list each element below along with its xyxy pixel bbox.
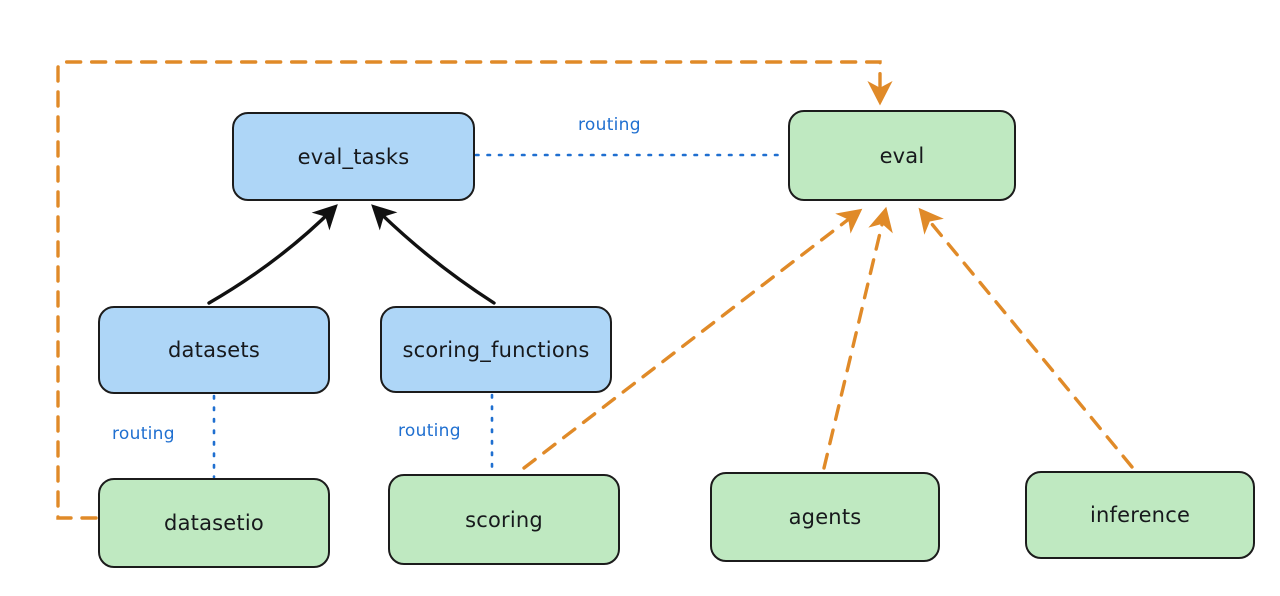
node-datasets-label: datasets: [168, 338, 260, 362]
node-scoring-functions[interactable]: scoring_functions: [380, 306, 612, 393]
edge-label-routing-eval: routing: [578, 115, 641, 135]
node-eval-tasks-label: eval_tasks: [297, 144, 410, 169]
edge-label-routing-scoring-functions: routing: [398, 421, 461, 441]
node-agents-label: agents: [788, 505, 862, 529]
node-eval[interactable]: eval: [788, 110, 1016, 201]
node-datasetio-label: datasetio: [164, 511, 264, 535]
node-datasetio[interactable]: datasetio: [98, 478, 330, 568]
node-scoring-label: scoring: [465, 507, 543, 532]
node-scoring-functions-label: scoring_functions: [402, 337, 590, 362]
edge-scoring-functions-to-eval-tasks: [371, 204, 496, 305]
edge-scoring-to-eval: [522, 208, 863, 470]
edge-datasets-to-eval-tasks: [207, 204, 338, 305]
node-eval-tasks[interactable]: eval_tasks: [232, 112, 475, 201]
node-eval-label: eval: [879, 143, 925, 168]
edge-datasetio-to-eval: [56, 60, 893, 520]
edge-agents-to-eval: [822, 206, 893, 470]
node-inference-label: inference: [1089, 503, 1191, 527]
node-datasets[interactable]: datasets: [98, 306, 330, 394]
node-inference[interactable]: inference: [1025, 471, 1255, 559]
node-scoring[interactable]: scoring: [388, 474, 620, 565]
edge-inference-to-eval: [918, 207, 1134, 469]
edge-label-routing-datasetio: routing: [112, 424, 175, 444]
node-agents[interactable]: agents: [710, 472, 940, 562]
